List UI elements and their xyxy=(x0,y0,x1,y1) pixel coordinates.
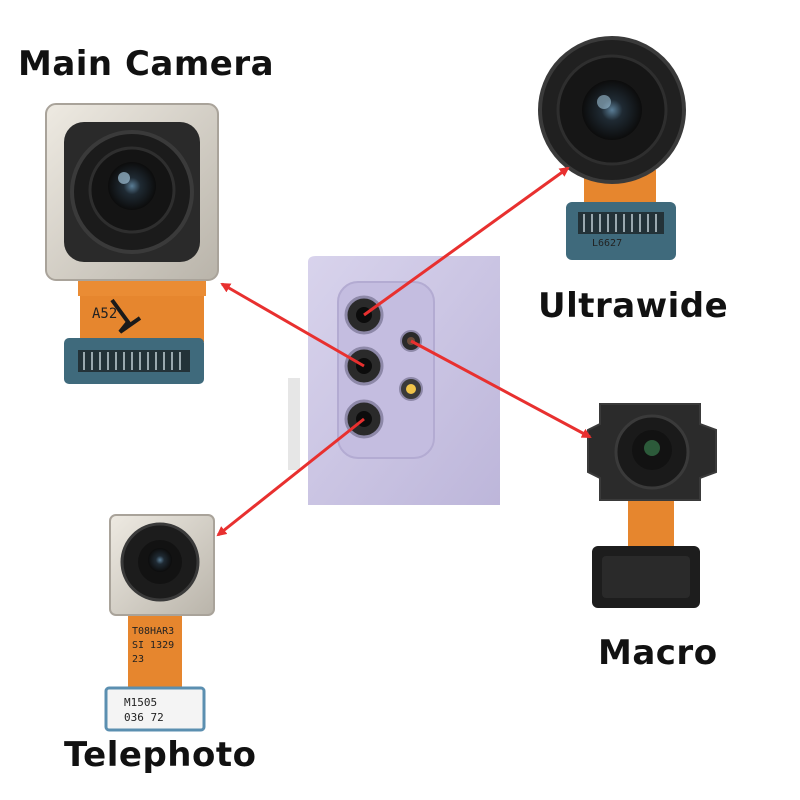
tele-flex-line-1: T08HAR3 xyxy=(132,626,174,637)
telephoto-label: Telephoto xyxy=(64,735,257,775)
main-camera-module: A52 xyxy=(45,103,219,384)
tele-sticker-line-1: M1505 xyxy=(124,696,157,709)
macro-label: Macro xyxy=(598,633,718,673)
telephoto-module: T08HAR3 SI 1329 23 M1505 036 72 xyxy=(104,514,215,732)
arrow-to-main xyxy=(220,282,365,368)
main-camera-label: Main Camera xyxy=(18,44,275,84)
tele-sticker-line-2: 036 72 xyxy=(124,711,164,724)
tele-flex-line-2: SI 1329 xyxy=(132,640,174,651)
arrow-to-telephoto xyxy=(216,417,365,537)
arrows xyxy=(216,166,592,537)
ultrawide-flex-print: L6627 xyxy=(592,238,622,249)
tele-flex-line-3: 23 xyxy=(132,654,144,665)
arrow-to-ultrawide xyxy=(363,166,570,317)
macro-module xyxy=(587,403,717,608)
arrow-to-macro xyxy=(410,339,592,439)
ultrawide-module: L6627 xyxy=(538,36,686,260)
ultrawide-label: Ultrawide xyxy=(538,286,729,326)
main-flex-print: A52 xyxy=(92,306,117,322)
